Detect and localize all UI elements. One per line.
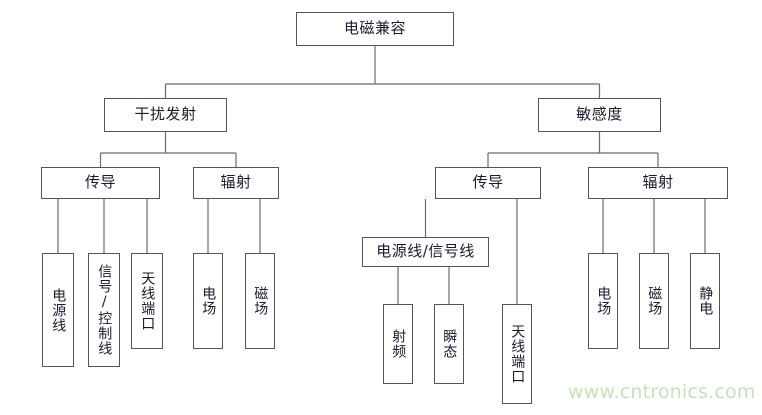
node-emission: 干扰发射	[104, 98, 227, 132]
node-root: 电磁兼容	[296, 12, 454, 46]
node-label: 天线端口	[509, 324, 526, 384]
node-su-c-line: 电源线/信号线	[362, 237, 489, 267]
node-su-c-ant: 天线端口	[502, 304, 532, 404]
node-em-rad: 辐射	[193, 167, 279, 199]
node-su-r-efield: 电场	[588, 253, 618, 349]
node-label: 电磁兼容	[343, 19, 406, 38]
node-label: 磁场	[646, 286, 663, 316]
node-su-r-esd: 静电	[690, 253, 720, 349]
node-em-cond: 传导	[41, 167, 160, 199]
node-label: 敏感度	[576, 105, 623, 124]
watermark: www.cntronics.com	[568, 381, 756, 403]
node-suscept: 敏感度	[538, 98, 661, 132]
node-label: 电场	[200, 286, 217, 316]
node-label: 传导	[84, 173, 116, 192]
node-label: 射频	[390, 329, 407, 359]
node-label: 电源线/信号线	[376, 242, 475, 261]
node-su-r-hfield: 磁场	[639, 253, 669, 349]
node-label: 干扰发射	[134, 105, 197, 124]
node-em-c-signal: 信号/控制线	[88, 253, 120, 367]
node-em-r-hfield: 磁场	[245, 253, 275, 349]
node-label: 电场	[595, 286, 612, 316]
node-em-c-power: 电源线	[42, 253, 74, 367]
node-su-c-trans: 瞬态	[434, 304, 464, 384]
node-label: 瞬态	[441, 329, 458, 359]
node-label: 辐射	[220, 173, 252, 192]
node-label: 磁场	[252, 286, 269, 316]
node-label: 传导	[472, 173, 504, 192]
node-em-c-ant: 天线端口	[131, 253, 163, 349]
node-label: 电源线	[50, 287, 67, 333]
node-su-cond: 传导	[435, 167, 541, 199]
node-su-rad: 辐射	[588, 167, 728, 199]
node-su-c-rf: 射频	[383, 304, 413, 384]
node-label: 静电	[697, 286, 714, 316]
node-label: 信号/控制线	[96, 264, 113, 356]
node-label: 辐射	[642, 173, 674, 192]
node-em-r-efield: 电场	[193, 253, 223, 349]
node-label: 天线端口	[139, 271, 156, 331]
